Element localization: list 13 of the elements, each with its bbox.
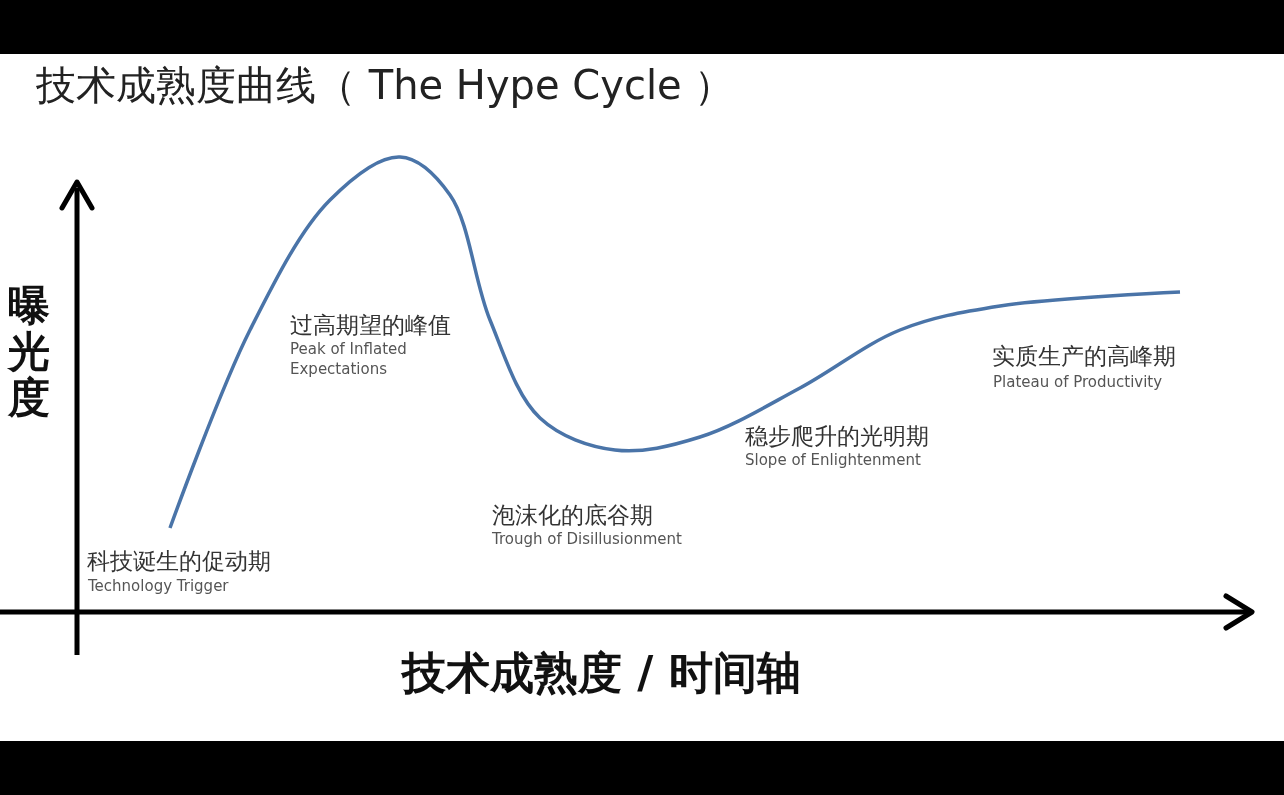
phase-label: 过高期望的峰值 <box>290 312 451 339</box>
phase-label: 科技诞生的促动期 <box>87 548 271 575</box>
phase-label: 稳步爬升的光明期 <box>745 423 929 450</box>
phase-label: 泡沫化的底谷期 <box>492 502 653 529</box>
phase-description: Trough of Disillusionment <box>492 531 682 549</box>
phase-description: Technology Trigger <box>88 578 229 596</box>
phase-description: Plateau of Productivity <box>993 374 1163 392</box>
axis-title: 曝光度 <box>8 283 50 422</box>
phase-label: 实质生产的高峰期 <box>992 343 1176 370</box>
phase-description: Slope of Enlightenment <box>745 452 921 470</box>
phase-description: Peak of Inflated Expectations <box>290 340 408 379</box>
axis-title: 技术成熟度 / 时间轴 <box>402 648 801 699</box>
title: 技术成熟度曲线（ The Hype Cycle ） <box>36 62 735 108</box>
